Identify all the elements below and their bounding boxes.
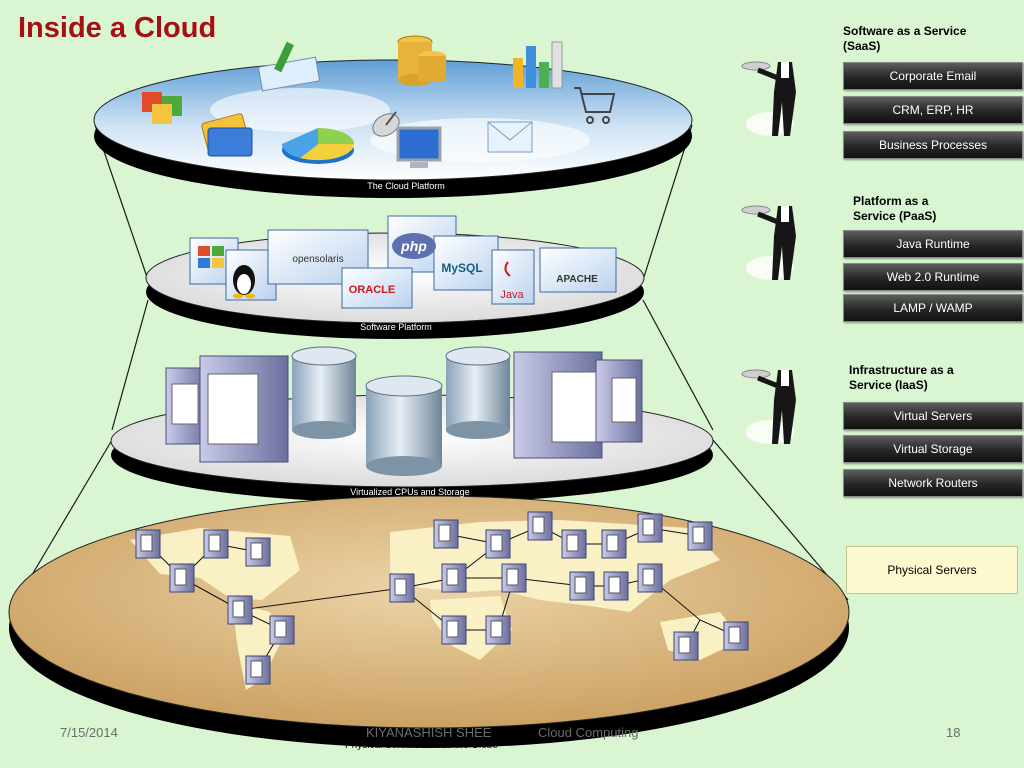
pen-icon bbox=[257, 41, 321, 92]
satellite-icon bbox=[372, 111, 400, 137]
physical-server-icon bbox=[561, 529, 587, 559]
paas-heading-line2: Service (PaaS) bbox=[853, 209, 937, 223]
caption-virtualized: Virtualized CPUs and Storage bbox=[350, 487, 470, 497]
paas-heading: Platform as a Service (PaaS) bbox=[853, 194, 936, 224]
server-icon bbox=[513, 351, 603, 459]
mail-icon bbox=[487, 121, 533, 153]
saas-heading: Software as a Service (SaaS) bbox=[843, 24, 966, 54]
saas-item-business-processes[interactable]: Business Processes bbox=[843, 131, 1023, 159]
saas-heading-line1: Software as a Service bbox=[843, 24, 967, 38]
footer-author: KIYANASHISH SHEE bbox=[366, 725, 492, 740]
footer-page-number: 18 bbox=[946, 725, 961, 740]
opensolaris-logo: opensolaris bbox=[292, 254, 343, 265]
physical-server-icon bbox=[485, 615, 511, 645]
physical-server-icon bbox=[723, 621, 749, 651]
physical-server-icon bbox=[245, 655, 271, 685]
slide-title: Inside a Cloud bbox=[18, 12, 217, 44]
caption-software-platform: Software Platform bbox=[360, 322, 432, 332]
physical-server-icon bbox=[269, 615, 295, 645]
paas-item-web20-runtime[interactable]: Web 2.0 Runtime bbox=[843, 263, 1023, 291]
footer-date: 7/15/2014 bbox=[60, 725, 118, 740]
server-icon bbox=[199, 355, 289, 463]
iaas-item-virtual-storage[interactable]: Virtual Storage bbox=[843, 435, 1023, 463]
bar-chart-icon bbox=[513, 41, 563, 89]
pie-chart-icon bbox=[281, 128, 355, 164]
physical-server-icon bbox=[169, 563, 195, 593]
physical-server-icon bbox=[673, 631, 699, 661]
oracle-logo: ORACLE bbox=[349, 284, 395, 296]
physical-server-icon bbox=[501, 563, 527, 593]
waiter-icon bbox=[741, 205, 796, 280]
physical-server-icon bbox=[687, 521, 713, 551]
waiter-icon bbox=[741, 369, 796, 444]
iaas-heading: Infrastructure as a Service (IaaS) bbox=[849, 363, 954, 393]
iaas-item-network-routers[interactable]: Network Routers bbox=[843, 469, 1023, 497]
cart-icon bbox=[574, 87, 616, 124]
java-logo: Java bbox=[500, 289, 524, 301]
java-icon bbox=[504, 261, 511, 277]
php-logo: php bbox=[400, 238, 427, 254]
linux-icon bbox=[233, 265, 255, 299]
physical-server-icon bbox=[441, 615, 467, 645]
physical-server-icon bbox=[433, 519, 459, 549]
iaas-heading-line2: Service (IaaS) bbox=[849, 378, 928, 392]
server-icon bbox=[595, 359, 643, 443]
mysql-logo: MySQL bbox=[441, 261, 482, 275]
saas-item-corporate-email[interactable]: Corporate Email bbox=[843, 62, 1023, 90]
cloud-platform-layer bbox=[93, 35, 693, 198]
physical-server-icon bbox=[135, 529, 161, 559]
caption-physical-globe: Physical Servers across the Globe bbox=[345, 740, 498, 751]
physical-server-icon bbox=[637, 513, 663, 543]
saas-heading-line2: (SaaS) bbox=[843, 39, 881, 53]
paas-item-java-runtime[interactable]: Java Runtime bbox=[843, 230, 1023, 258]
windows-icon bbox=[198, 246, 224, 268]
monitor-icon bbox=[396, 126, 442, 168]
database-icon bbox=[445, 346, 511, 439]
paas-item-lamp-wamp[interactable]: LAMP / WAMP bbox=[843, 294, 1023, 322]
physical-server-icon bbox=[441, 563, 467, 593]
software-platform-layer: opensolaris php MySQL ORACLE Java APACHE bbox=[145, 215, 645, 339]
physical-server-icon bbox=[389, 573, 415, 603]
iaas-item-virtual-servers[interactable]: Virtual Servers bbox=[843, 402, 1023, 430]
physical-server-icon bbox=[485, 529, 511, 559]
apache-logo: APACHE bbox=[556, 274, 598, 285]
physical-servers-box[interactable]: Physical Servers bbox=[846, 546, 1018, 594]
globe-layer bbox=[8, 495, 850, 748]
physical-server-icon bbox=[227, 595, 253, 625]
physical-server-icon bbox=[637, 563, 663, 593]
virtualized-layer bbox=[110, 346, 714, 503]
physical-server-icons bbox=[135, 511, 749, 685]
waiter-icon bbox=[741, 61, 796, 136]
credit-card-icon bbox=[201, 113, 253, 157]
coins-icon bbox=[397, 35, 446, 86]
physical-server-icon bbox=[601, 529, 627, 559]
physical-server-icon bbox=[603, 571, 629, 601]
database-icon bbox=[291, 346, 357, 439]
caption-cloud-platform: The Cloud Platform bbox=[367, 181, 445, 191]
blocks-icon bbox=[142, 92, 182, 124]
physical-server-icon bbox=[245, 537, 271, 567]
iaas-heading-line1: Infrastructure as a bbox=[849, 363, 954, 377]
paas-heading-line1: Platform as a bbox=[853, 194, 929, 208]
physical-server-icon bbox=[527, 511, 553, 541]
database-icon bbox=[365, 375, 443, 476]
physical-server-icon bbox=[203, 529, 229, 559]
saas-item-crm[interactable]: CRM, ERP, HR bbox=[843, 96, 1023, 124]
footer-topic: Cloud Computing bbox=[538, 725, 639, 740]
physical-server-icon bbox=[569, 571, 595, 601]
